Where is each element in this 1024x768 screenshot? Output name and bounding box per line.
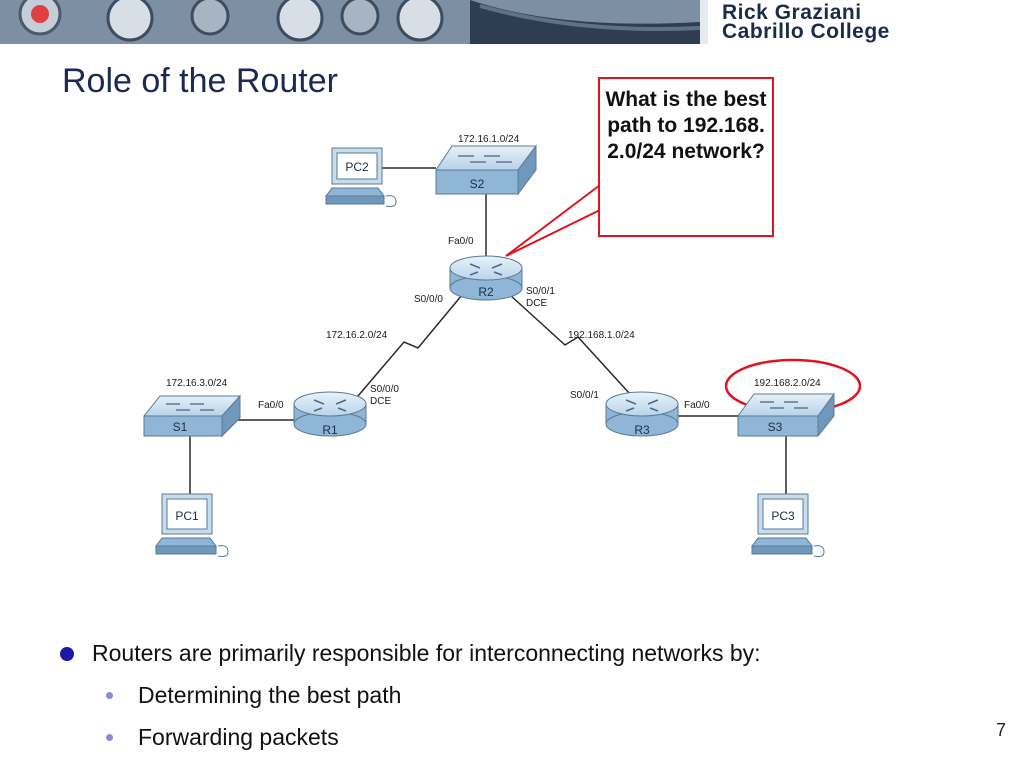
device-label-pc1: PC1 [175,509,199,523]
question-callout: What is the best path to 192.168.2.0/24 … [598,77,774,237]
interface-r2-s000: S0/0/0 [414,294,443,305]
bullet-main-text: Routers are primarily responsible for in… [92,640,761,666]
header-banner: Rick Graziani Cabrillo College [0,0,1024,44]
router-r1[interactable]: R1 [293,391,367,437]
interface-r3-fa00: Fa0/0 [684,400,710,411]
sub-bullet-icon [106,692,113,699]
school-name: Cabrillo College [722,20,890,43]
pc-pc2[interactable]: PC2 [325,147,397,207]
banner-photo [0,0,700,44]
device-label-r3: R3 [634,423,650,437]
device-label-r1: R1 [322,423,338,437]
banner-logo-area [708,0,1024,44]
device-label-r2: R2 [478,285,494,299]
bullet-sub-text-2: Forwarding packets [138,724,339,750]
switch-s2[interactable]: S2 [435,144,537,196]
bullet-dot-icon [60,647,74,661]
interface-r2-fa00: Fa0/0 [448,236,474,247]
pc-pc1[interactable]: PC1 [155,493,229,557]
network-label-r2r3: 192.168.1.0/24 [568,330,635,341]
router-r2[interactable]: R2 [449,255,523,301]
interface-r2-dce: DCE [526,298,547,309]
switch-s1[interactable]: S1 [142,394,242,438]
switch-s3[interactable]: S3 [737,392,835,438]
slide-title: Role of the Router [62,62,338,100]
interface-r1-s000: S0/0/0 [370,384,399,395]
link-lines [189,167,787,494]
interface-r1-dce: DCE [370,396,391,407]
device-label-pc3: PC3 [771,509,795,523]
page-number: 7 [996,720,1007,740]
bullet-sub-text-1: Determining the best path [138,682,402,708]
network-label-s3: 192.168.2.0/24 [754,378,821,389]
device-label-s1: S1 [173,420,188,434]
interface-r2-s001: S0/0/1 [526,286,555,297]
callout-pointer [505,182,601,257]
interface-r1-fa00: Fa0/0 [258,400,284,411]
network-label-r1r2: 172.16.2.0/24 [326,330,388,341]
network-label-s2: 172.16.1.0/24 [458,134,520,145]
network-label-s1: 172.16.3.0/24 [166,378,228,389]
pc-pc3[interactable]: PC3 [751,493,825,557]
device-label-s3: S3 [768,420,783,434]
sub-bullet-icon [106,734,113,741]
interface-r3-s001: S0/0/1 [570,390,599,401]
device-label-s2: S2 [470,177,485,191]
router-r3[interactable]: R3 [605,391,679,437]
device-label-pc2: PC2 [345,160,369,174]
author-name: Rick Graziani [722,1,862,24]
